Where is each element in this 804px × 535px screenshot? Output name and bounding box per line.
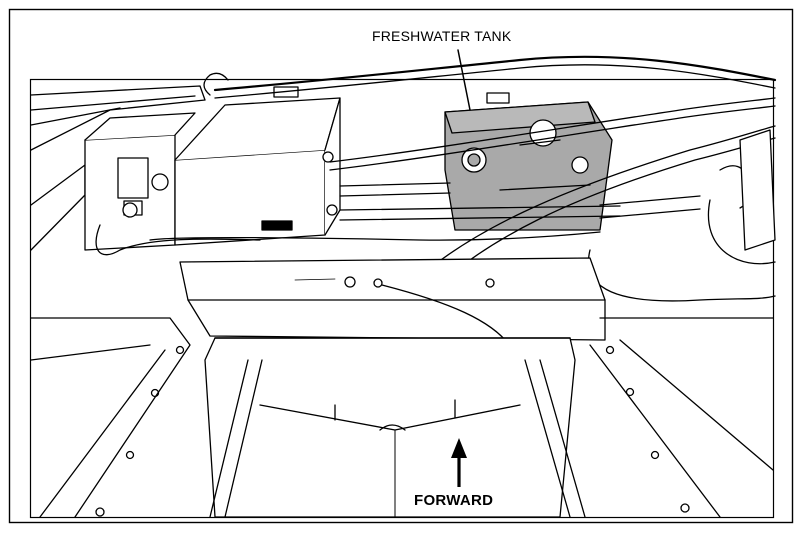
- left-bulkhead: [30, 85, 206, 151]
- right-panel: [739, 129, 776, 251]
- left-floor-rail: [30, 344, 166, 518]
- center-panel: [179, 257, 606, 341]
- bolt-left-4: [95, 507, 105, 517]
- line-drawing: [30, 49, 777, 518]
- valve-knob-left-2: [122, 202, 138, 218]
- hose-long-b: [329, 105, 776, 171]
- valve-knob-left: [151, 173, 169, 191]
- right-floor-panel: [589, 317, 774, 518]
- bolt-right-3: [650, 450, 660, 460]
- forward-arrow: [451, 438, 467, 487]
- pipe-mid-1: [339, 205, 621, 221]
- bolt-left-1: [175, 345, 185, 355]
- hose-big-curve: [409, 125, 776, 286]
- hose-fitting-left: [203, 72, 229, 96]
- bolt-right-2: [625, 387, 635, 397]
- pipe-right: [599, 195, 701, 219]
- hose-long: [329, 97, 776, 163]
- hose-left-loop: [95, 224, 261, 256]
- hose-top-1b: [214, 64, 776, 99]
- right-loop-hose: [707, 199, 776, 265]
- freshwater-tank: [444, 92, 613, 231]
- freshwater-tank-label: FRESHWATER TANK: [372, 28, 512, 44]
- bolt-left-2: [150, 388, 160, 398]
- tank-leader-line: [457, 49, 471, 111]
- left-floor-panel: [30, 317, 191, 518]
- bolt-right-4: [680, 503, 690, 513]
- pipe-mid-2: [339, 182, 451, 197]
- forward-label: FORWARD: [414, 492, 494, 509]
- wire-left: [149, 231, 601, 241]
- bolt-left-3: [125, 450, 135, 460]
- sump-trough: [204, 337, 586, 518]
- bolt-right-1: [605, 345, 615, 355]
- electronics-box: [174, 86, 341, 246]
- hose-top-1: [213, 55, 777, 92]
- left-bulkhead-edge: [30, 95, 196, 126]
